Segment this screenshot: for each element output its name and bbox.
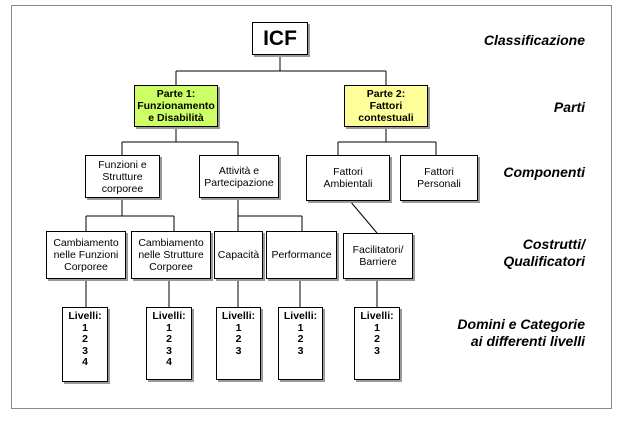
row-label-domini: Domini e Categorie ai differenti livelli [457, 316, 585, 349]
construct-cambio-strutture-text: Cambiamento nelle Strutture Corporee [138, 237, 204, 273]
component-ambientali-text: Fattori Ambientali [323, 166, 373, 190]
level-number: 3 [82, 344, 88, 357]
level-number: 2 [166, 333, 172, 345]
level-number: 4 [166, 356, 172, 368]
levels-box-2: Livelli: 1 2 3 4 [146, 307, 192, 380]
levels-title: Livelli: [152, 310, 186, 322]
row-label-componenti: Componenti [503, 164, 585, 180]
levels-box-4: Livelli: 1 2 3 [278, 307, 323, 380]
construct-performance-box: Performance [266, 231, 337, 279]
levels-title: Livelli: [360, 310, 394, 322]
part1-box: Parte 1: Funzionamento e Disabilità [134, 85, 218, 127]
level-number: 3 [374, 344, 380, 357]
construct-capacita-text: Capacità [217, 249, 260, 261]
level-number: 1 [297, 321, 304, 334]
component-attivita-box: Attività e Partecipazione [199, 155, 279, 198]
construct-cambio-funzioni-text: Cambiamento nelle Funzioni Corporee [53, 237, 119, 273]
construct-performance-text: Performance [271, 249, 332, 261]
component-funzioni-text: Funzioni e Strutture corporee [98, 158, 147, 195]
construct-cambio-strutture-box: Cambiamento nelle Strutture Corporee [131, 231, 211, 279]
levels-title: Livelli: [68, 310, 102, 322]
row-label-classificazione: Classificazione [483, 32, 585, 48]
levels-box-5: Livelli: 1 2 3 [354, 307, 400, 380]
levels-box-1: Livelli: 1 2 3 4 [62, 307, 108, 382]
component-personali-text: Fattori Personali [417, 166, 461, 190]
construct-cambio-funzioni-box: Cambiamento nelle Funzioni Corporee [46, 231, 126, 279]
icf-root-box: ICF [252, 22, 308, 55]
construct-capacita-box: Capacità [214, 231, 263, 279]
level-number: 1 [374, 321, 380, 334]
row-label-costrutti: Costrutti/ Qualificatori [503, 236, 585, 269]
level-number: 2 [297, 333, 304, 345]
icf-root-text: ICF [263, 26, 297, 50]
component-ambientali-box: Fattori Ambientali [306, 155, 390, 201]
level-number: 1 [166, 321, 172, 334]
levels-title: Livelli: [221, 310, 256, 322]
part2-box: Parte 2: Fattori contestuali [344, 85, 428, 127]
component-funzioni-box: Funzioni e Strutture corporee [85, 155, 160, 198]
level-number: 3 [297, 344, 304, 357]
row-label-parti: Parti [553, 99, 585, 115]
level-number: 1 [82, 321, 88, 334]
level-number: 2 [374, 333, 380, 345]
part2-text: Parte 2: Fattori contestuali [358, 88, 414, 124]
level-number: 1 [235, 321, 242, 334]
levels-box-3: Livelli: 1 2 3 [216, 307, 261, 380]
levels-title: Livelli: [283, 310, 318, 322]
connector [349, 200, 378, 234]
level-number: 2 [235, 333, 242, 345]
part1-text: Parte 1: Funzionamento e Disabilità [137, 88, 215, 124]
level-number: 4 [82, 356, 88, 368]
level-number: 3 [235, 344, 242, 357]
construct-facilitatori-box: Facilitatori/ Barriere [343, 233, 413, 279]
component-attivita-text: Attività e Partecipazione [204, 164, 274, 189]
diagram-frame [11, 5, 612, 409]
construct-facilitatori-text: Facilitatori/ Barriere [352, 244, 404, 268]
level-number: 2 [82, 333, 88, 345]
level-number: 3 [166, 344, 172, 357]
component-personali-box: Fattori Personali [400, 155, 478, 201]
